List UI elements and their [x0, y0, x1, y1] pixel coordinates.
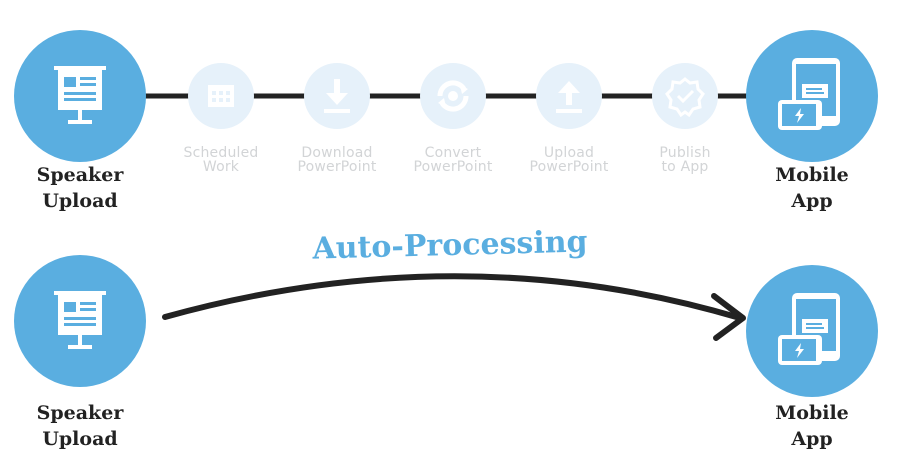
mobile-app-label-auto: Mobile App — [737, 400, 887, 452]
step-label-scheduled-work: Scheduled Work — [166, 146, 276, 174]
label-line: to App — [661, 159, 709, 175]
label-line: Work — [202, 159, 240, 175]
label-line: PowerPoint — [297, 159, 377, 175]
step-upload-powerpoint — [536, 63, 602, 129]
label-line: Download — [301, 145, 373, 161]
mobile-app-label: Mobile App — [737, 162, 887, 214]
step-download-powerpoint — [304, 63, 370, 129]
label-line: Upload — [42, 190, 118, 212]
step-label-convert-powerpoint: Convert PowerPoint — [398, 146, 508, 174]
mobile-devices-icon — [778, 58, 840, 130]
step-scheduled-work — [188, 63, 254, 129]
mobile-app-circle-auto — [746, 265, 878, 397]
auto-arrow-head — [711, 293, 746, 341]
label-line: Mobile — [775, 402, 849, 424]
label-line: Speaker — [36, 164, 124, 186]
presentation-board-icon — [54, 291, 106, 349]
label-line: Scheduled — [183, 145, 259, 161]
presentation-board-icon — [54, 66, 106, 124]
mobile-devices-icon — [778, 293, 840, 365]
convert-icon — [437, 80, 469, 112]
label-line: Publish — [659, 145, 711, 161]
step-label-upload-powerpoint: Upload PowerPoint — [514, 146, 624, 174]
step-label-publish-to-app: Publish to App — [630, 146, 740, 174]
label-line: PowerPoint — [413, 159, 493, 175]
speaker-upload-circle-auto — [14, 255, 146, 387]
label-line: Mobile — [775, 164, 849, 186]
mobile-app-circle — [746, 30, 878, 162]
step-publish-to-app — [652, 63, 718, 129]
speaker-upload-label: Speaker Upload — [5, 162, 155, 214]
label-line: Upload — [42, 428, 118, 450]
label-line: Convert — [424, 145, 482, 161]
label-line: Speaker — [36, 402, 124, 424]
speaker-upload-circle — [14, 30, 146, 162]
upload-icon — [556, 81, 582, 113]
label-line: App — [791, 190, 833, 212]
label-line: App — [791, 428, 833, 450]
step-convert-powerpoint — [420, 63, 486, 129]
calendar-icon — [208, 85, 234, 107]
download-icon — [324, 79, 350, 113]
speaker-upload-label-auto: Speaker Upload — [5, 400, 155, 452]
step-label-download-powerpoint: Download PowerPoint — [282, 146, 392, 174]
label-line: Upload — [543, 145, 595, 161]
auto-arrow-curve — [162, 273, 743, 321]
label-line: PowerPoint — [529, 159, 609, 175]
publish-badge-icon — [665, 77, 705, 118]
